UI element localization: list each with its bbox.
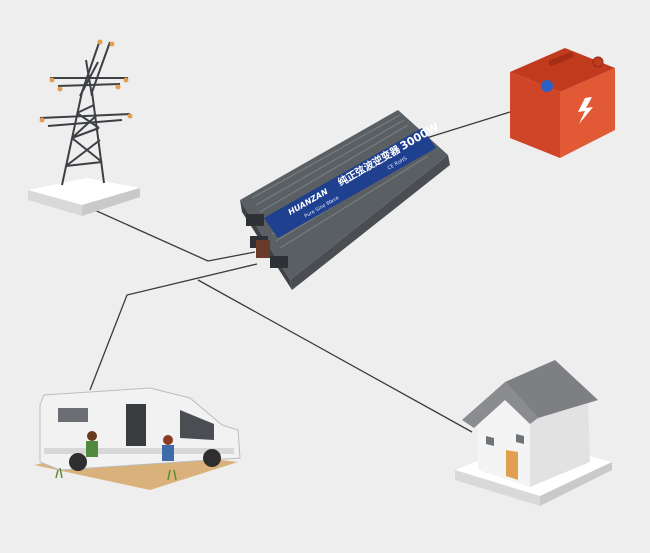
inverter-power-switch — [256, 240, 270, 258]
connection-wires — [89, 111, 511, 433]
car-battery-icon — [510, 48, 615, 158]
wire-battery-to-inverter — [419, 111, 511, 141]
rv-person-1-body — [86, 441, 98, 457]
rv-cab-window — [180, 410, 214, 440]
wire-tower-to-inverter — [89, 207, 209, 262]
house-door — [506, 450, 518, 480]
rv-person-1-head — [87, 431, 97, 441]
house-icon — [455, 360, 612, 506]
wire-inverter-to-house — [197, 279, 473, 433]
rv-front-wheel — [203, 449, 221, 467]
battery-terminal-positive — [541, 80, 553, 92]
power-transmission-tower-icon — [28, 39, 140, 216]
battery-terminal-negative — [592, 56, 604, 68]
rv-rear-wheel — [69, 453, 87, 471]
rv-side-window — [58, 408, 88, 422]
inverter-label-band — [264, 128, 436, 238]
battery-front — [510, 72, 560, 158]
tower-insulators — [39, 39, 133, 123]
battery-top — [510, 48, 615, 92]
rv-person-2-body — [162, 445, 174, 461]
wire-inverter-to-rv — [89, 263, 258, 391]
house-window-2 — [516, 434, 524, 444]
house-roof-side — [505, 360, 598, 418]
tower-platform-side-right — [82, 188, 140, 216]
tower-platform — [28, 178, 140, 205]
house-window-1 — [486, 436, 494, 446]
rv-grass — [55, 467, 177, 481]
house-wall-side — [530, 398, 590, 487]
camper-van-icon — [34, 387, 241, 490]
house-roof-front — [462, 382, 538, 428]
rv-person-2-head — [163, 435, 173, 445]
battery-handle — [548, 51, 574, 67]
inverter-front-panel — [246, 214, 288, 268]
inverter-body-bottom — [290, 155, 450, 290]
tower-frame — [39, 39, 131, 186]
house-platform-side-right — [540, 462, 612, 506]
rv-door — [126, 404, 146, 446]
tower-platform-side — [28, 190, 82, 216]
power-inverter-icon: HUANZAN 纯正弦波逆变器 3000W Pure Sine Wave CE … — [240, 110, 450, 290]
house-platform-side — [455, 470, 540, 506]
rv-stripe — [44, 448, 234, 454]
lightning-bolt-icon — [578, 97, 593, 124]
wire-inverter-junction — [207, 251, 256, 262]
